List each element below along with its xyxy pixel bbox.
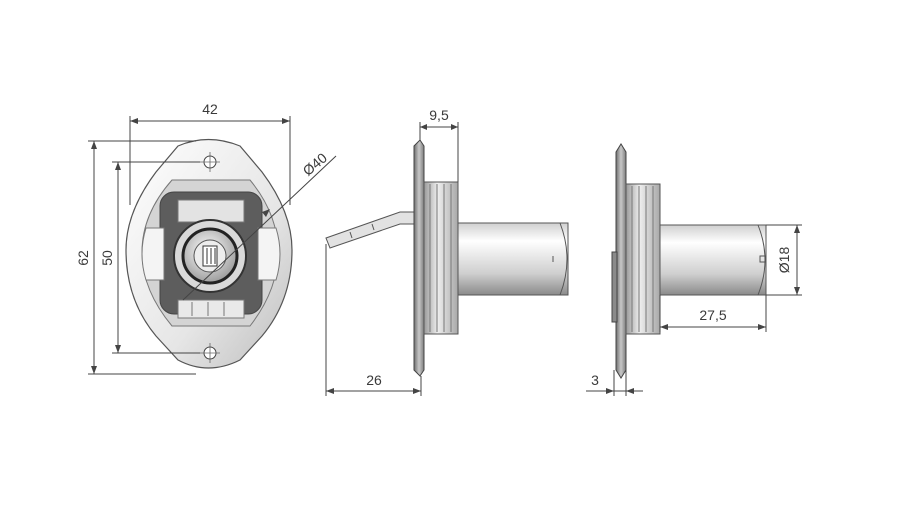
dim-62-arrow-bottom [91, 366, 97, 374]
cam-lever [325, 211, 415, 249]
dim-62-label: 62 [75, 250, 91, 266]
dim-42-arrow-left [130, 118, 138, 124]
dim-50-arrow-bottom [115, 345, 121, 353]
dim-3-arrow-right [626, 388, 634, 394]
side-view-left [325, 139, 569, 377]
dim-d18-arrow-bottom [794, 287, 800, 295]
dim-27-5-arrow-left [660, 324, 668, 330]
front-left-window [141, 227, 165, 281]
dim-50-label: 50 [99, 250, 115, 266]
dim-9-5-arrow-left [420, 124, 427, 130]
front-housing-top [177, 199, 245, 223]
dim-27-5-label: 27,5 [699, 307, 726, 323]
dim-26-arrow-left [326, 388, 334, 394]
dim-26-arrow-right [413, 388, 421, 394]
dim-3-label: 3 [591, 372, 599, 388]
cam-lever-mark [371, 223, 375, 231]
front-right-window [257, 227, 281, 281]
barrel [457, 222, 569, 296]
dim-42-label: 42 [202, 101, 218, 117]
dim-d40-leader [182, 155, 337, 301]
barrel-2 [659, 224, 767, 296]
dim-3-arrow-left [606, 388, 614, 394]
side-right-dimensions: Ø18 27,5 3 [586, 224, 802, 396]
dim-50-arrow-top [115, 162, 121, 170]
barrel-end [559, 222, 568, 296]
dim-62-arrow-top [91, 141, 97, 149]
front-housing-bottom [177, 299, 245, 319]
front-view [125, 138, 293, 369]
dim-9-5-label: 9,5 [429, 107, 449, 123]
flange-plate [413, 139, 425, 377]
barrel-notch-2 [759, 255, 766, 263]
side-view-right [611, 143, 767, 379]
dim-27-5-arrow-right [758, 324, 766, 330]
dim-42-arrow-right [282, 118, 290, 124]
dim-9-5-arrow-right [451, 124, 458, 130]
flange-lug [611, 251, 618, 323]
dim-26-label: 26 [366, 372, 382, 388]
threaded-housing-2 [625, 183, 661, 335]
dim-d40-arrow [262, 209, 270, 217]
threaded-housing [423, 181, 459, 335]
dim-d18-label: Ø18 [776, 247, 792, 274]
side-left-dimensions: 9,5 26 [325, 107, 459, 396]
dim-d18-arrow-top [794, 225, 800, 233]
dim-d40-label: Ø40 [300, 149, 331, 178]
cam-lever-mark [349, 231, 353, 239]
